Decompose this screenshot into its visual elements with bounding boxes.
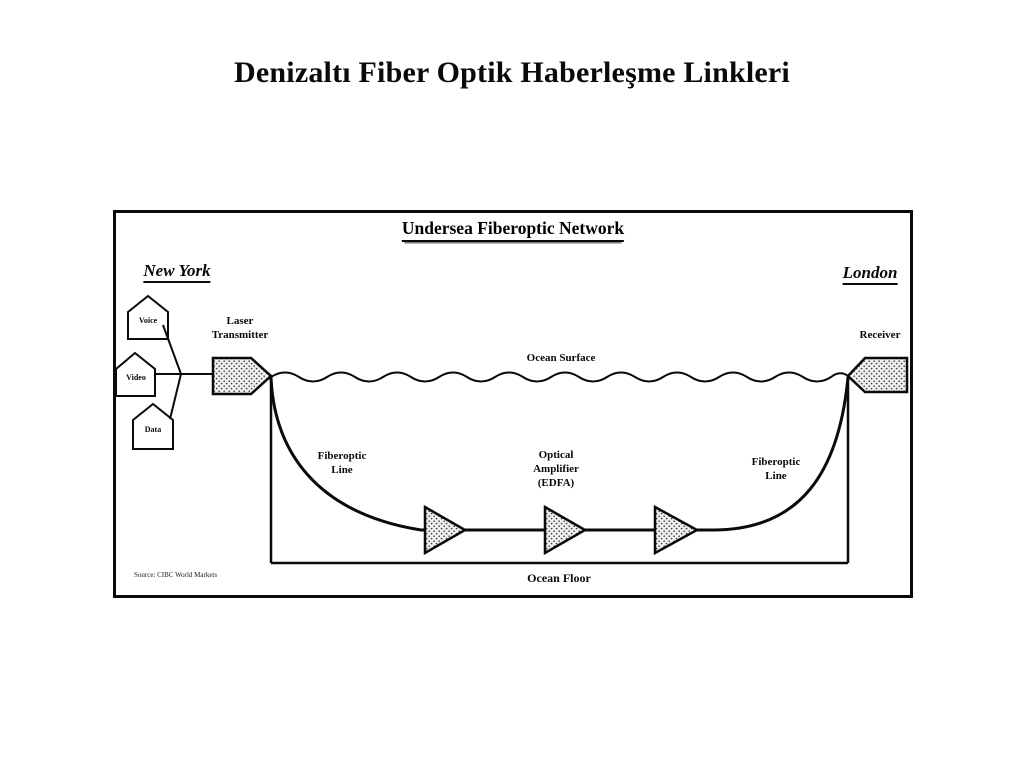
- amplifier-line3: (EDFA): [537, 477, 575, 490]
- fiberoptic-line-left-label: Fiberoptic Line: [318, 449, 367, 477]
- fiberoptic-left-line2: Line: [331, 464, 353, 477]
- fiberoptic-right-line1: Fiberoptic: [751, 456, 801, 468]
- ocean-surface-wave: [270, 371, 849, 383]
- receiver-label: Receiver: [859, 329, 901, 341]
- receiver-shape: [846, 356, 909, 394]
- endpoint-london: London: [842, 262, 898, 285]
- ocean-floor-label: Ocean Floor: [527, 571, 591, 585]
- london-label: London: [842, 263, 898, 285]
- diagram-title: Undersea Fiberoptic Network: [401, 218, 625, 242]
- amplifier-line1: Optical: [538, 449, 574, 461]
- new-york-label: New York: [143, 261, 211, 283]
- amplifier-line2: Amplifier: [533, 463, 579, 476]
- diagram-title-wrap: Undersea Fiberoptic Network: [401, 218, 625, 242]
- voice-node-shape: [127, 294, 169, 340]
- amplifier-triangle-2: [543, 504, 588, 556]
- fiberoptic-left-line1: Fiberoptic: [317, 450, 367, 462]
- laser-transmitter-label: Laser Transmitter: [212, 314, 269, 342]
- page-title: Denizaltı Fiber Optik Haberleşme Linkler…: [234, 56, 790, 89]
- laser-transmitter-line2: Transmitter: [211, 329, 269, 342]
- laser-transmitter-line1: Laser: [226, 315, 254, 327]
- fiberoptic-right-line2: Line: [765, 470, 787, 483]
- source-note: Source: CIBC World Markets: [134, 571, 218, 579]
- endpoint-new-york: New York: [143, 260, 211, 283]
- undersea-network-diagram: [113, 210, 913, 598]
- amplifier-triangle-3: [653, 504, 700, 556]
- diagram-frame: Undersea Fiberoptic Network New York Lon…: [113, 210, 913, 598]
- data-connector-line: [169, 373, 182, 420]
- ocean-surface-label: Ocean Surface: [526, 352, 596, 364]
- voice-connector-line: [162, 324, 182, 375]
- optical-amplifier-label: Optical Amplifier (EDFA): [533, 448, 579, 490]
- data-label: Data: [144, 425, 162, 434]
- video-node-shape: [115, 351, 156, 397]
- video-label: Video: [126, 373, 146, 382]
- voice-label: Voice: [138, 316, 158, 325]
- data-node-shape: [132, 402, 174, 450]
- amplifier-triangle-1: [423, 504, 468, 556]
- diagram-border: [113, 210, 913, 598]
- laser-transmitter-shape: [211, 356, 273, 396]
- fiberoptic-line-right-label: Fiberoptic Line: [752, 455, 801, 483]
